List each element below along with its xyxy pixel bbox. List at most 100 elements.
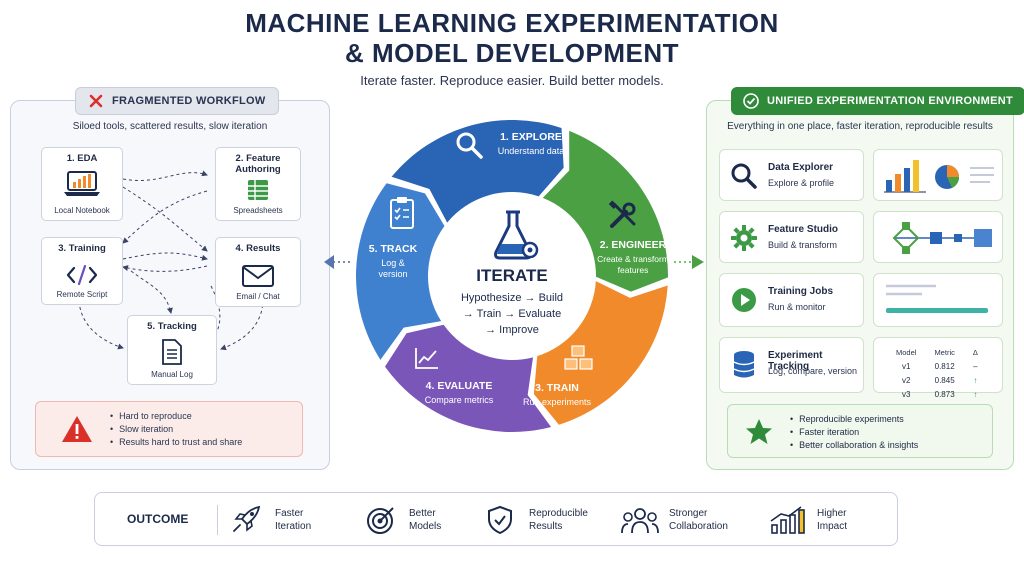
iteration-cycle [356, 120, 668, 433]
row-data-explorer: Data Explorer Explore & profile [719, 149, 864, 201]
segment-engineer-subtitle: Create & transform features [597, 254, 669, 275]
outcome-label: OUTCOME [127, 512, 189, 526]
flask-gear-icon [494, 210, 539, 260]
outcome-line2: Results [529, 521, 563, 532]
node-tracking: 5. Tracking Manual Log [127, 315, 217, 385]
iterate-title: ITERATE [476, 266, 548, 285]
data-explorer-preview [873, 149, 1003, 201]
code-icon [66, 264, 98, 286]
search-icon [456, 132, 483, 159]
outcome-line2: Impact [817, 521, 848, 532]
spreadsheet-icon [248, 180, 268, 200]
segment-track-title: 5. TRACK [368, 243, 418, 255]
node-training-caption: Remote Script [56, 290, 108, 299]
node-tracking-title: 5. Tracking [147, 321, 197, 332]
segment-train-title: 3. TRAIN [535, 382, 579, 394]
page-subtitle: Iterate faster. Reproduce easier. Build … [360, 73, 664, 88]
outcome-line2: Models [409, 521, 442, 532]
row-feature-studio-title: Feature Studio [768, 224, 839, 235]
node-results: 4. Results Email / Chat [215, 237, 301, 307]
cycle-segment-train [533, 281, 668, 425]
growth-chart-icon [770, 506, 805, 534]
laptop-chart-icon [64, 171, 100, 196]
iterate-line2: → Train → Evaluate [462, 308, 562, 320]
arrow-right-icon [674, 255, 704, 269]
segment-track-subtitle: Log & version [378, 258, 408, 279]
benefit-item: Faster iteration [790, 426, 918, 439]
row-training-jobs: Training Jobs Run & monitor [719, 273, 864, 327]
arrow-left-icon [324, 255, 350, 269]
node-eda: 1. EDA Local Notebook [41, 147, 123, 221]
fragmented-workflow-panel: FRAGMENTED WORKFLOW Siloed tools, scatte… [10, 87, 330, 470]
segment-evaluate-title: 4. EVALUATE [425, 380, 493, 392]
node-training: 3. Training Remote Script [41, 237, 123, 305]
segment-explore-title: 1. EXPLORE [500, 131, 562, 143]
page-title-line2: & MODEL DEVELOPMENT [344, 38, 680, 68]
line-chart-icon [415, 348, 438, 369]
outcome-line1: Stronger [669, 508, 708, 519]
outcome-line2: Iteration [275, 521, 312, 532]
warning-icon [62, 416, 92, 442]
fragmented-workflow-subtitle: Siloed tools, scattered results, slow it… [72, 121, 268, 132]
target-icon [367, 507, 394, 534]
segment-train-label: 3. TRAIN Run experiments [512, 382, 602, 408]
feature-studio-preview [873, 211, 1003, 263]
search-icon [731, 163, 757, 189]
node-eda-title: 1. EDA [66, 153, 98, 164]
x-mark-icon [89, 94, 103, 108]
row-training-jobs-subtitle: Run & monitor [768, 302, 826, 312]
table-header: Δ [972, 347, 978, 357]
bar-pie-preview-icon [884, 160, 994, 193]
unified-environment-subtitle: Everything in one place, faster iteratio… [727, 121, 993, 132]
row-training-jobs-title: Training Jobs [768, 286, 834, 297]
rocket-icon [233, 505, 261, 532]
checklist-icon [390, 197, 414, 229]
iterate-line1: Hypothesize → Build [460, 292, 564, 304]
iterate-description: Hypothesize → Build → Train → Evaluate →… [440, 290, 584, 338]
unified-environment-label: UNIFIED EXPERIMENTATION ENVIRONMENT [767, 95, 1013, 107]
benefit-item: Better collaboration & insights [790, 439, 918, 452]
node-tracking-caption: Manual Log [151, 370, 193, 379]
shield-check-icon [488, 505, 512, 535]
table-header: Metric [934, 347, 955, 357]
outcome-line1: Higher [817, 508, 847, 519]
fragmented-workflow-label: FRAGMENTED WORKFLOW [112, 95, 266, 107]
row-experiment-tracking-title: Experiment Tracking [768, 350, 823, 372]
outcome-line2: Collaboration [669, 521, 728, 532]
row-experiment-tracking-subtitle: Log, compare, version [768, 366, 858, 376]
table-cell: 0.845 [934, 375, 955, 385]
pipeline-preview-icon [892, 222, 992, 254]
issues-box: Hard to reproduce Slow iteration Results… [35, 401, 303, 457]
table-row: v2 0.845 ↑ [888, 374, 986, 386]
table-cell: v1 [901, 361, 911, 371]
node-results-caption: Email / Chat [236, 292, 280, 301]
issue-item: Hard to reproduce [110, 410, 242, 423]
cycle-center-disc [432, 196, 592, 356]
table-row: v3 0.873 ↑ [888, 388, 986, 400]
cubes-icon [564, 345, 593, 370]
table-header: Model [896, 347, 917, 357]
database-icon [733, 351, 755, 378]
experiment-table-preview: Model Metric Δ v1 0.812 – v2 0.845 ↑ v3 … [873, 337, 1003, 399]
table-cell: v2 [901, 375, 911, 385]
node-feature-authoring-title: 2. Feature Authoring [235, 153, 281, 175]
cycle-segment-explore [391, 120, 564, 223]
cycle-segment-track [356, 183, 445, 360]
check-circle-icon [743, 93, 759, 109]
document-icon [162, 339, 182, 365]
segment-track-label: 5. TRACK Log & version [356, 243, 430, 280]
unified-environment-tag: UNIFIED EXPERIMENTATION ENVIRONMENT [731, 87, 1024, 115]
node-feature-authoring: 2. Feature Authoring Spreadsheets [215, 147, 301, 221]
model-metric-table: Model Metric Δ v1 0.812 – v2 0.845 ↑ v3 … [886, 344, 988, 402]
segment-engineer-label: 2. ENGINEER Create & transform features [596, 239, 670, 276]
node-eda-caption: Local Notebook [54, 206, 110, 215]
table-row: v1 0.812 – [888, 360, 986, 372]
row-feature-studio: Feature Studio Build & transform [719, 211, 864, 263]
